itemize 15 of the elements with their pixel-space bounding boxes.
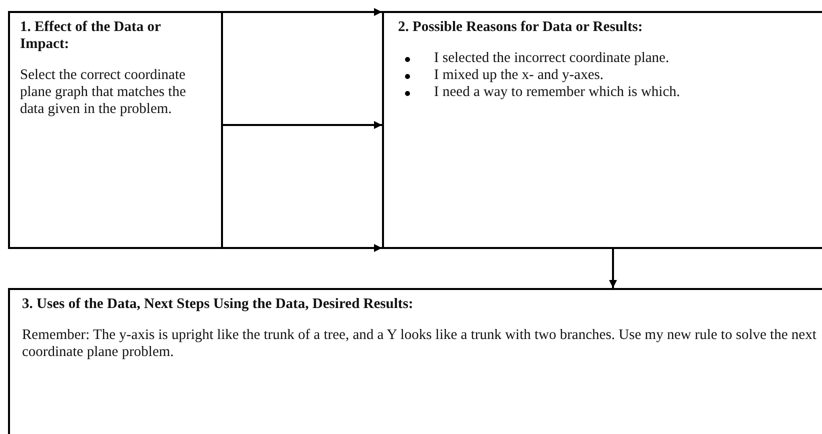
bullet-text: I mixed up the x- and y-axes.: [434, 67, 604, 83]
arrow: [222, 8, 382, 16]
bullet-text: I selected the incorrect coordinate plane.: [434, 50, 670, 66]
text-box: [8, 11, 223, 249]
box-text: Remember: The y-axis is upright like the trunk of a tree, and a Y looks like a trunk with two branches. Use my new rule to solve the next coordinate plane problem.: [22, 327, 818, 361]
box-heading: 3. Uses of the Data, Next Steps Using the Data, Desired Results:: [22, 296, 414, 313]
arrow: [222, 244, 382, 252]
box-heading: 1. Effect of the Data or Impact:: [20, 19, 162, 53]
box-text: Select the correct coordinate plane graph that matches the data given in the problem.: [20, 67, 187, 118]
arrow: [222, 121, 382, 129]
bullet-text: I need a way to remember which is which.: [434, 84, 680, 100]
box-heading: 2. Possible Reasons for Data or Results:: [398, 19, 644, 36]
text-box: [8, 288, 822, 434]
arrow: [609, 249, 617, 288]
text-box: [382, 11, 822, 249]
